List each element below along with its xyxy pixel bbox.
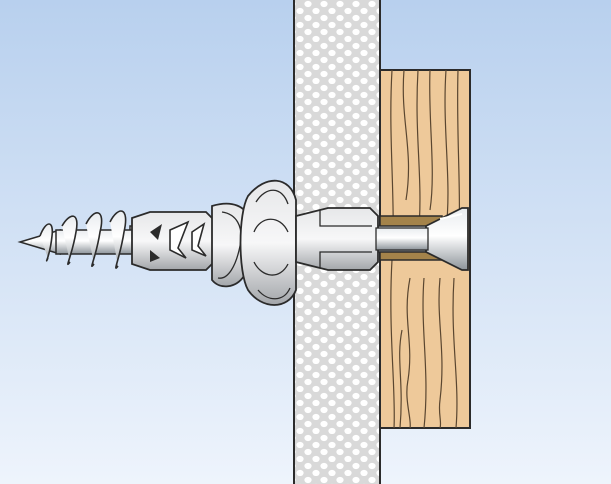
wall-anchor-icon <box>131 179 379 306</box>
screw-shaft <box>375 227 429 251</box>
